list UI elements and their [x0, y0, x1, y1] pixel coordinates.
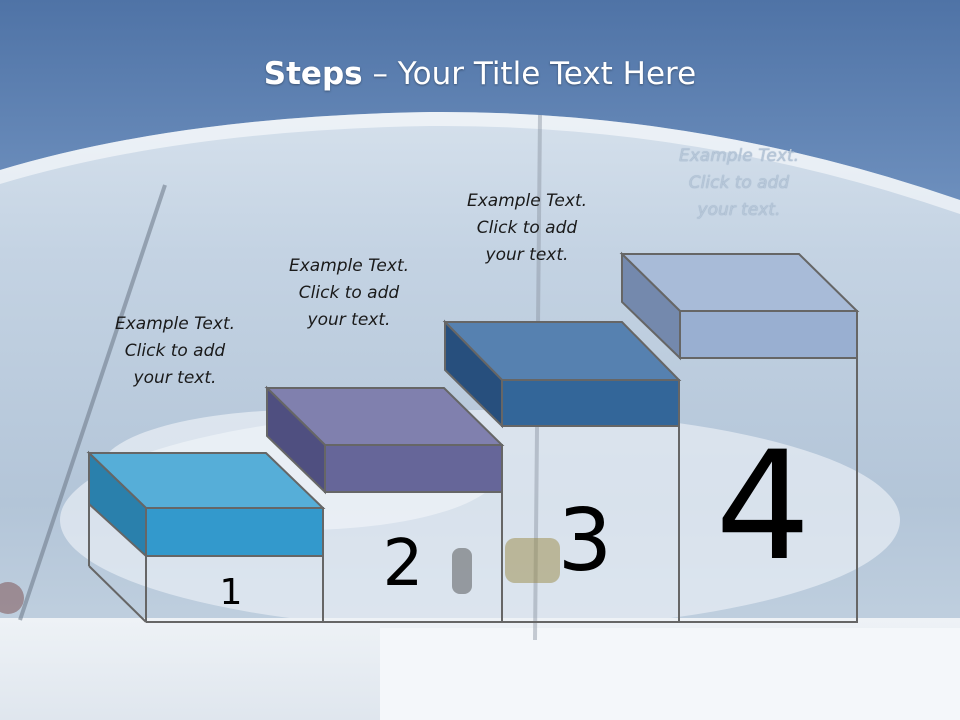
- caption-line: Example Text.: [114, 314, 236, 334]
- step-2-number: 2: [383, 527, 424, 601]
- caption-line: Example Text.: [466, 191, 588, 211]
- title-rest: – Your Title Text Here: [362, 56, 697, 92]
- title-bold: Steps: [263, 56, 363, 92]
- caption-line: Click to add: [688, 173, 790, 193]
- step-4-caption[interactable]: Example Text. Click to add your text.: [644, 143, 834, 224]
- step-1-block[interactable]: [86, 450, 326, 559]
- caption-line: your text.: [307, 310, 391, 330]
- step-3-block[interactable]: [442, 319, 682, 429]
- step-4-number: 4: [715, 420, 810, 594]
- caption-line: your text.: [133, 368, 217, 388]
- step-1-number: 1: [220, 572, 243, 613]
- caption-line: Click to add: [298, 283, 400, 303]
- step-3-caption[interactable]: Example Text. Click to add your text.: [432, 188, 622, 269]
- caption-line: Click to add: [124, 341, 226, 361]
- step-3-number: 3: [558, 491, 613, 591]
- caption-line: your text.: [697, 200, 781, 220]
- step-2-caption[interactable]: Example Text. Click to add your text.: [254, 253, 444, 334]
- step-2-block[interactable]: [264, 385, 505, 495]
- steps-outline: [88, 358, 858, 623]
- caption-line: your text.: [485, 245, 569, 265]
- slide-title[interactable]: Steps – Your Title Text Here: [0, 56, 960, 92]
- step-1-caption[interactable]: Example Text. Click to add your text.: [80, 311, 270, 392]
- caption-line: Example Text.: [288, 256, 410, 276]
- caption-line: Click to add: [476, 218, 578, 238]
- caption-line: Example Text.: [678, 146, 800, 166]
- step-4-block[interactable]: [619, 251, 860, 361]
